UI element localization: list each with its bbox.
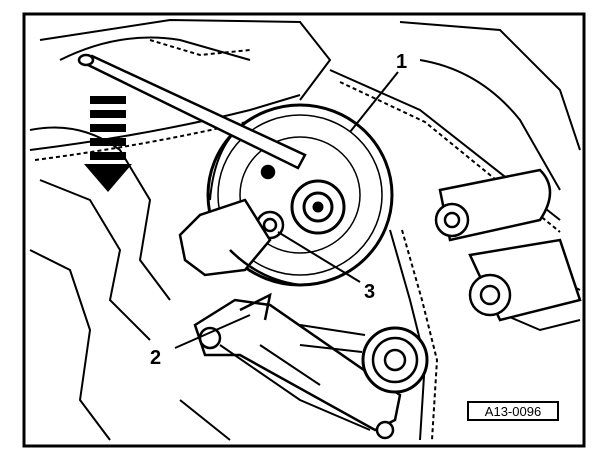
right-idler-rollers bbox=[434, 168, 582, 322]
lower-idler-roller bbox=[299, 324, 429, 394]
reference-code: A13-0096 bbox=[485, 404, 541, 419]
damper-assembly bbox=[193, 292, 402, 440]
callout-3: 3 bbox=[364, 281, 375, 303]
pin-wrench-tool bbox=[77, 53, 307, 170]
figure-reference-tag: A13-0096 bbox=[467, 401, 559, 421]
tensioner-arm bbox=[178, 164, 301, 287]
downward-direction-arrow bbox=[84, 96, 132, 192]
callout-1: 1 bbox=[396, 51, 407, 73]
callout-2: 2 bbox=[150, 347, 161, 369]
callout-leaders bbox=[174, 71, 399, 349]
